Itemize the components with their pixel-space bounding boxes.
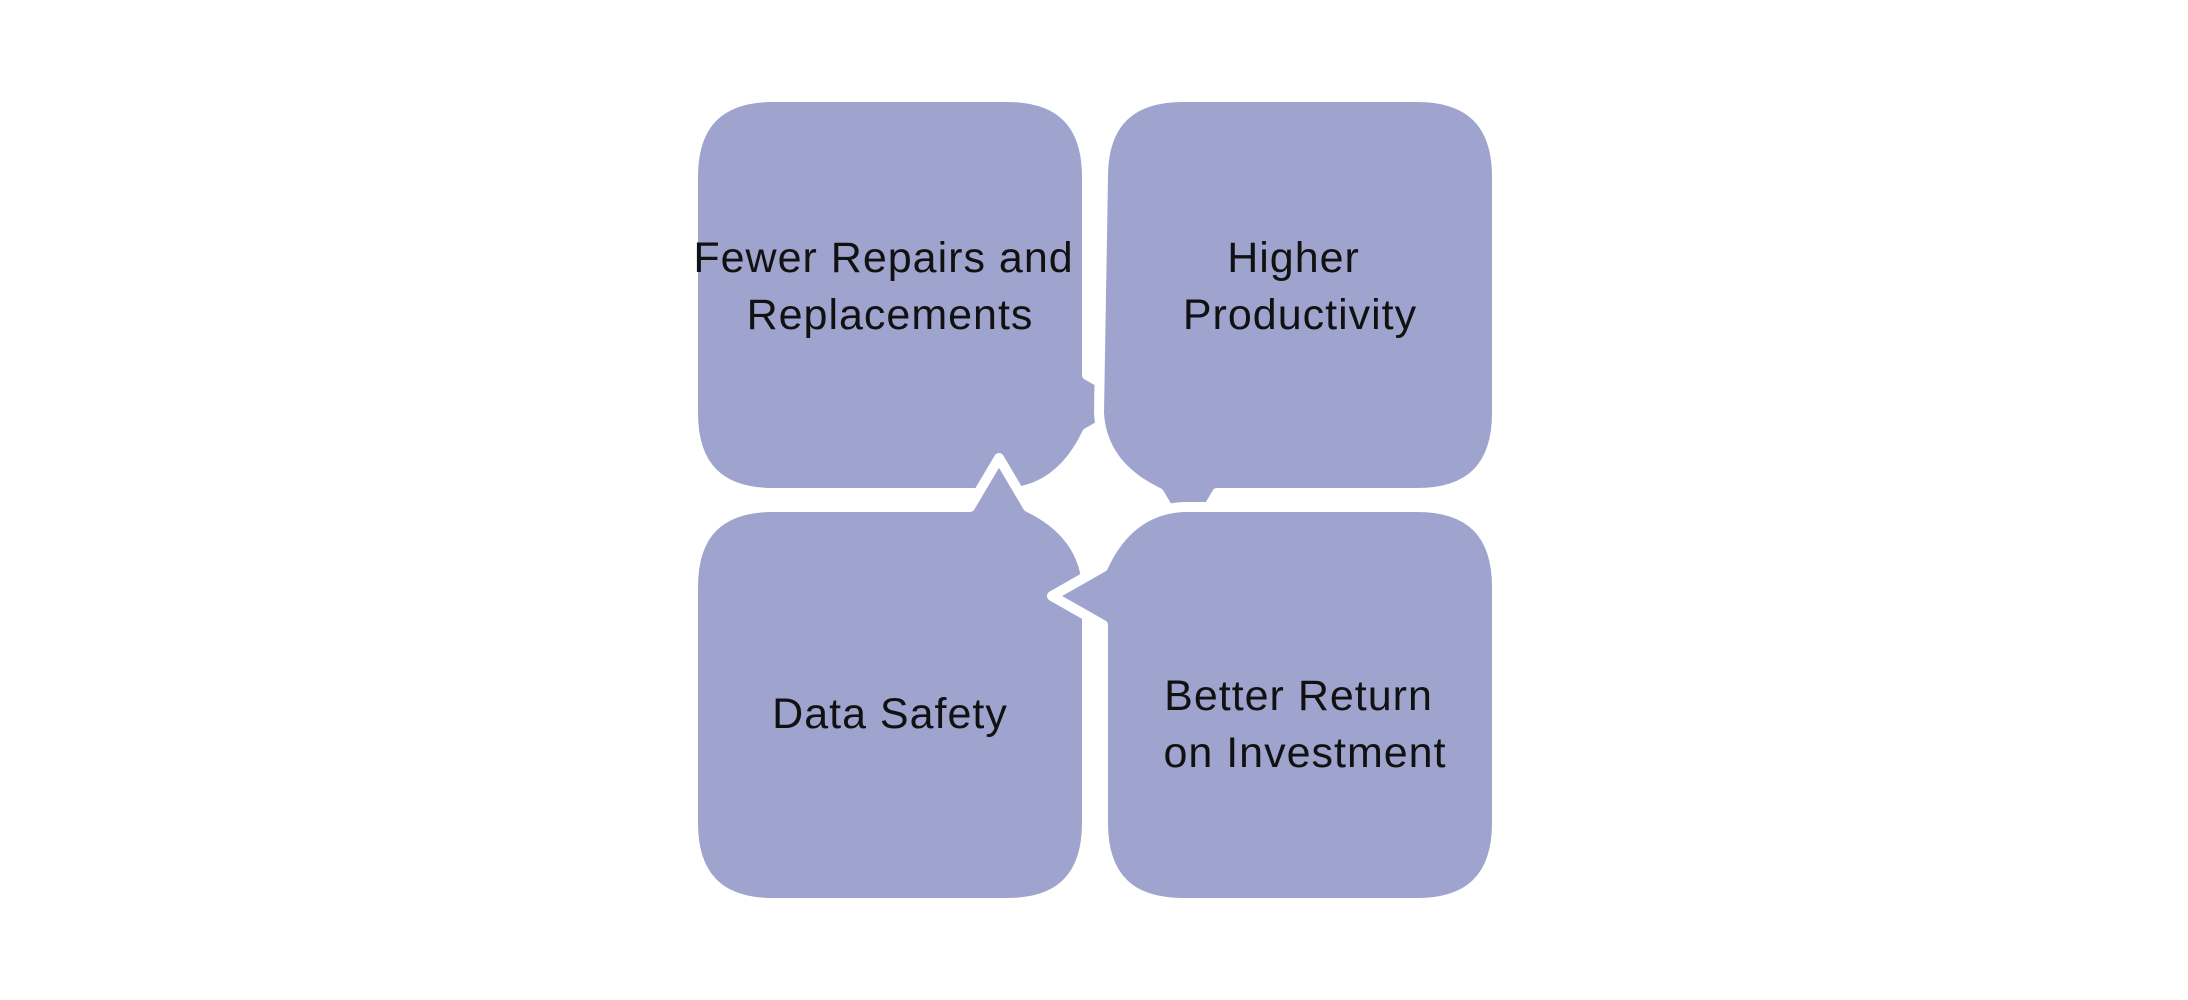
quadrant-label-bottom-right: Better Return on Investment <box>1163 672 1446 777</box>
label-line: Productivity <box>1183 291 1417 339</box>
quadrant-label-bottom-left: Data Safety <box>772 690 1008 738</box>
quadrant-bottom-right: Better Return on Investment <box>1047 502 1502 908</box>
label-line: Replacements <box>747 291 1034 339</box>
label-line: Better Return <box>1164 672 1433 720</box>
quadrant-top-right: Higher Productivity <box>1094 92 1502 547</box>
callout-shape-bottom-left <box>688 453 1092 908</box>
quadrant-top-left: Fewer Repairs and Replacements <box>688 92 1143 498</box>
label-line: Fewer Repairs and <box>693 234 1073 282</box>
quadrant-label-top-right: Higher Productivity <box>1183 234 1417 339</box>
label-line: on Investment <box>1163 729 1446 777</box>
quadrant-label-top-left: Fewer Repairs and Replacements <box>693 234 1086 339</box>
label-line: Higher <box>1227 234 1360 282</box>
callout-shape-bottom-right <box>1047 502 1502 908</box>
quadrant-bottom-left: Data Safety <box>688 453 1092 908</box>
label-line: Data Safety <box>772 690 1008 738</box>
callout-shape-top-right <box>1094 92 1502 547</box>
